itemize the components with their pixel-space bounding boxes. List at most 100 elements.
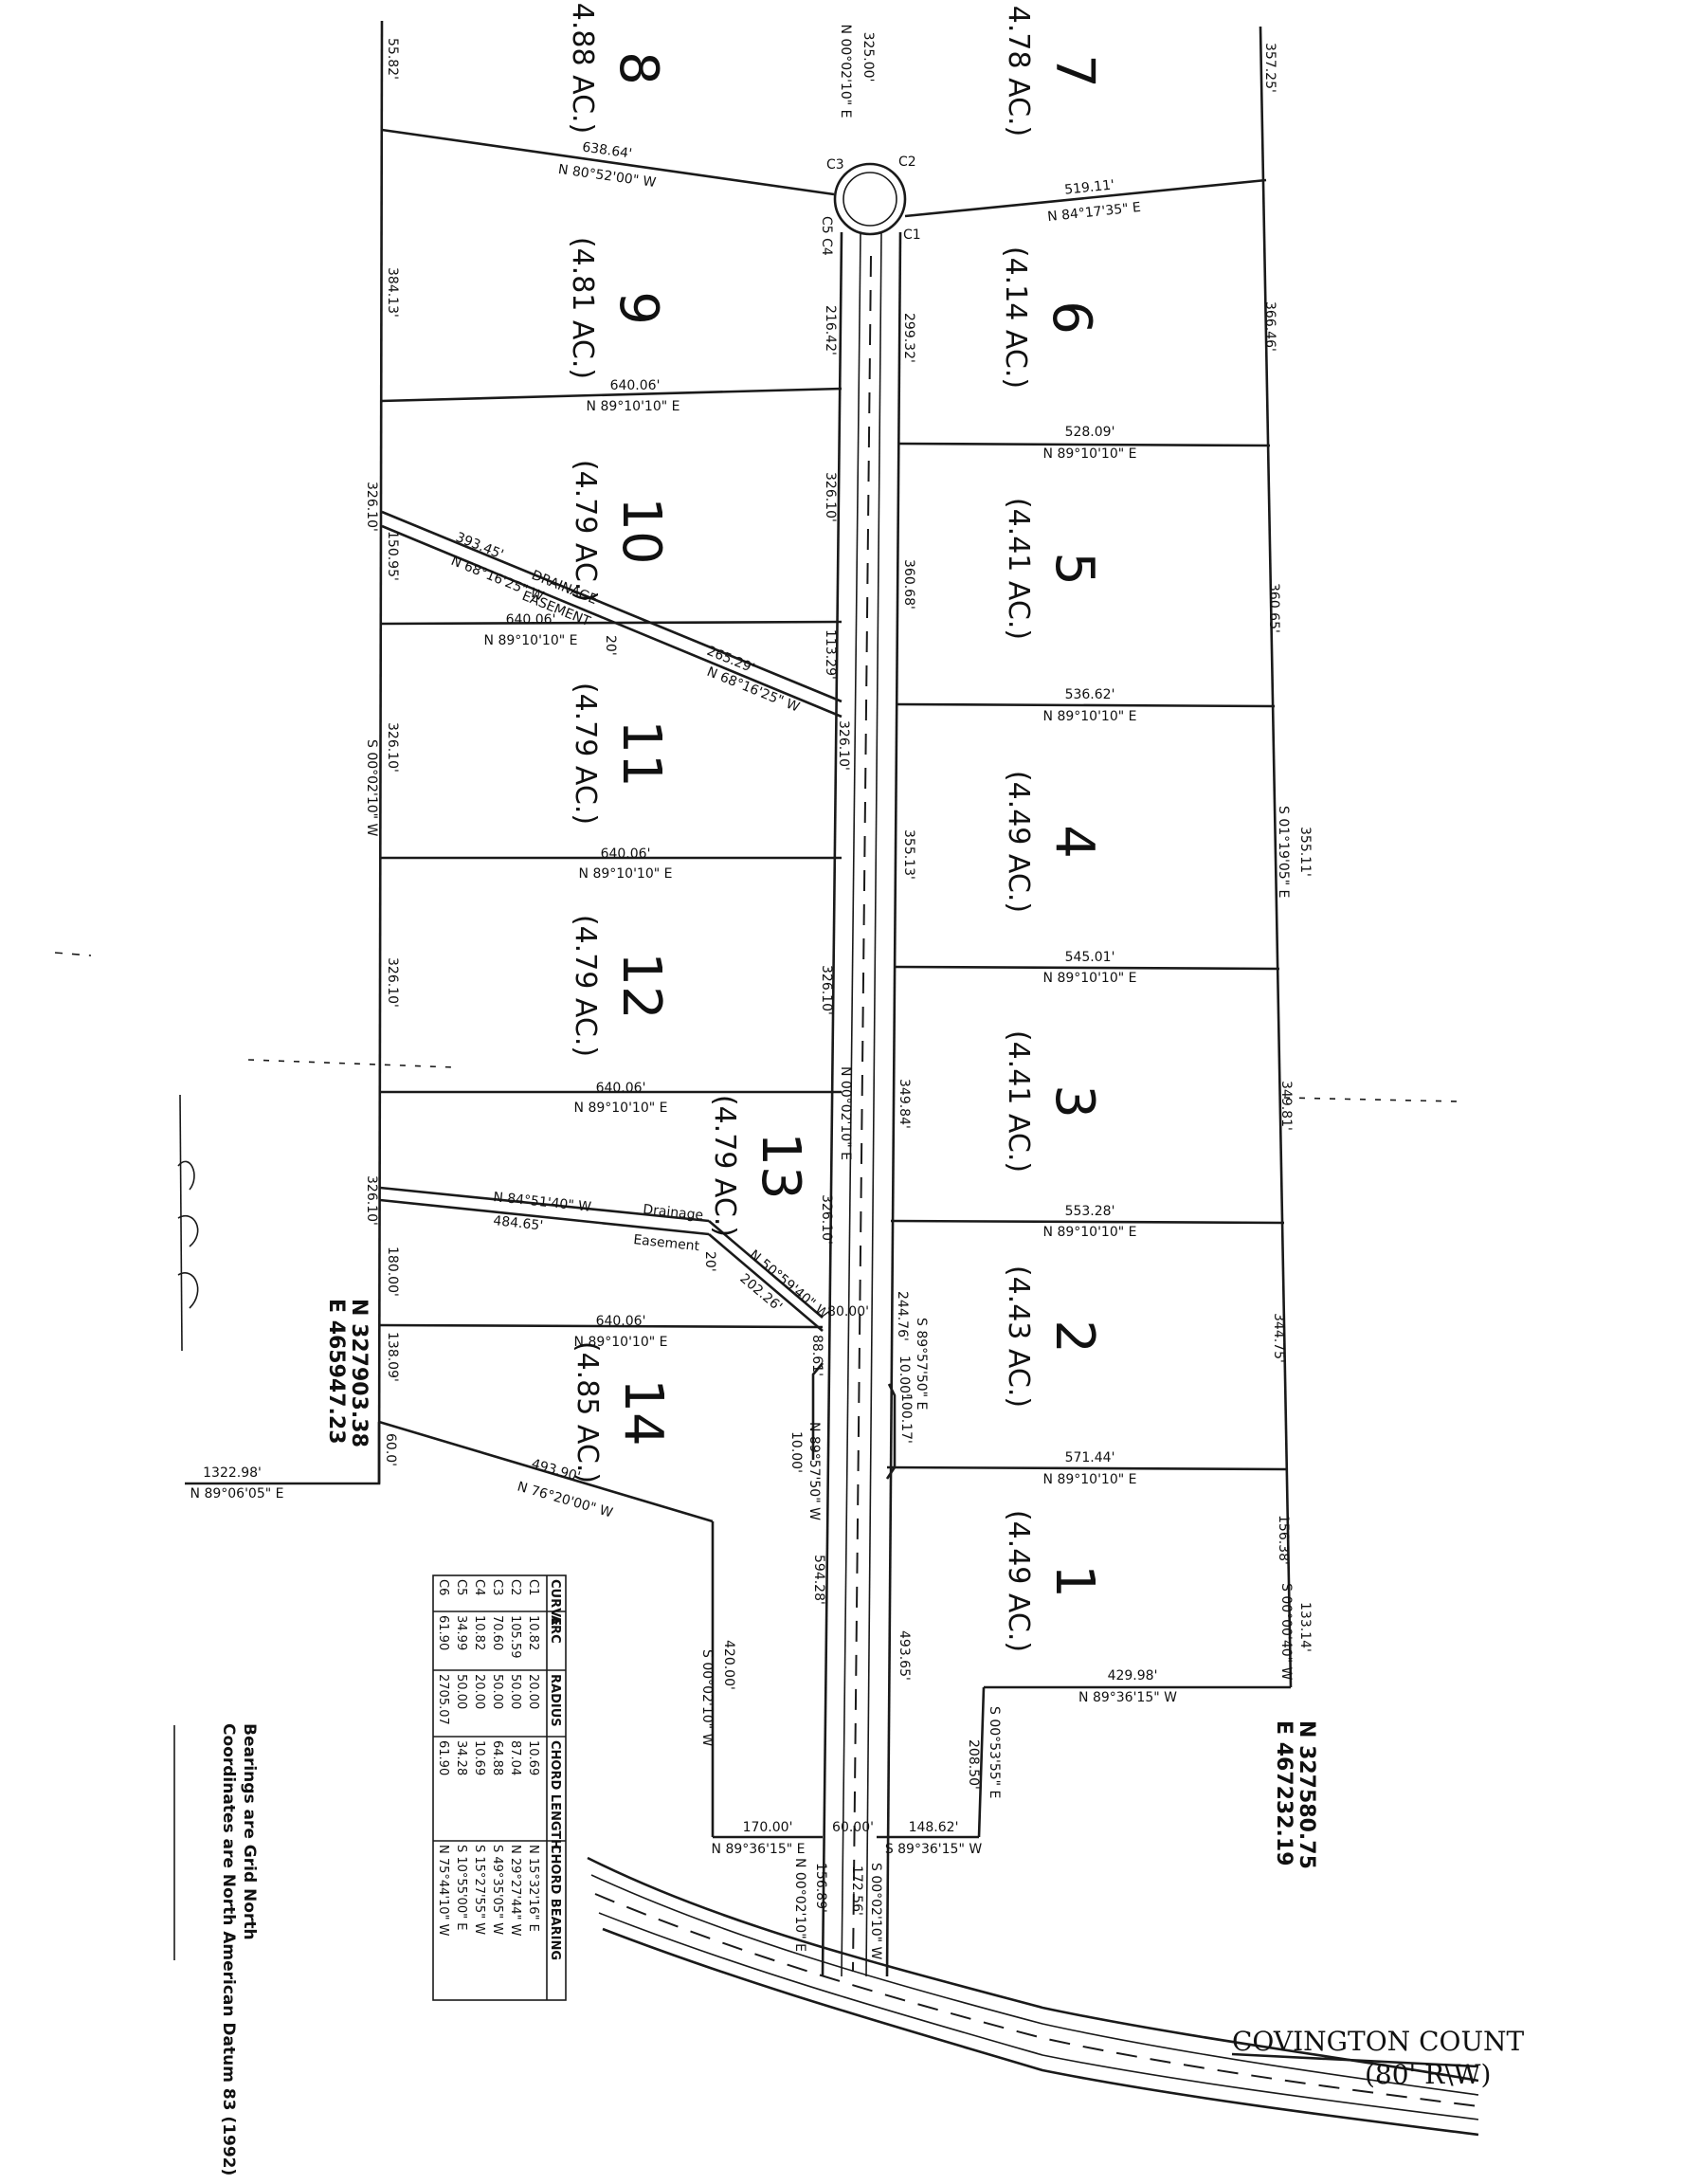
- lot-12-label: 12 (4.79 AC.): [569, 915, 672, 1057]
- curve-table-cell: 10.69: [526, 1740, 540, 1775]
- curve-table-cell: N 15°32'16" E: [526, 1845, 540, 1932]
- lot-9-label: 9 (4.81 AC.): [566, 237, 669, 379]
- svg-text:10: 10: [610, 497, 672, 564]
- svg-text:N 68°16'25" W: N 68°16'25" W: [705, 664, 803, 716]
- svg-text:N 89°57'50" W: N 89°57'50" W: [806, 1422, 822, 1520]
- svg-text:640.06': 640.06': [601, 846, 651, 862]
- svg-text:326.10': 326.10': [819, 965, 834, 1015]
- svg-text:1: 1: [1043, 1564, 1105, 1598]
- curve-table-cell: C2: [508, 1579, 522, 1595]
- svg-text:E 467232.19: E 467232.19: [1272, 1720, 1295, 1866]
- svg-text:(4.81 AC.): (4.81 AC.): [566, 237, 599, 379]
- curve-table-cell: N 75°44'10" W: [436, 1845, 450, 1937]
- lot-6-label: 6 (4.14 AC.): [999, 246, 1102, 389]
- svg-text:299.32': 299.32': [901, 313, 916, 363]
- lot-11-label: 11 (4.79 AC.): [569, 682, 672, 825]
- svg-text:493.65': 493.65': [897, 1630, 912, 1681]
- svg-text:(80' R\W): (80' R\W): [1365, 2059, 1491, 2090]
- svg-text:N 89°10'10" E: N 89°10'10" E: [1043, 1472, 1137, 1487]
- svg-text:Drainage: Drainage: [643, 1202, 704, 1224]
- lot-8-label: 8 4.88 AC.): [566, 3, 669, 135]
- svg-text:594.28': 594.28': [811, 1555, 826, 1605]
- svg-text:(4.14 AC.): (4.14 AC.): [999, 246, 1032, 389]
- svg-text:366.46': 366.46': [1262, 301, 1277, 352]
- svg-text:Easement: Easement: [633, 1232, 701, 1254]
- dimension-labels: 55.82' 357.25' 325.00' N 00°02'10" E 638…: [190, 25, 1318, 1960]
- svg-text:553.28': 553.28': [1065, 1204, 1115, 1219]
- svg-text:384.13': 384.13': [385, 267, 400, 318]
- svg-text:4: 4: [1043, 825, 1105, 859]
- curve-table-cell: 10.82: [472, 1615, 486, 1650]
- svg-text:S 01°19'05" E: S 01°19'05" E: [1276, 806, 1291, 898]
- lot-2-label: 2 (4.43 AC.): [1002, 1265, 1105, 1408]
- svg-text:519.11': 519.11': [1063, 177, 1114, 197]
- svg-text:4.78 AC.): 4.78 AC.): [1002, 6, 1035, 137]
- svg-text:S 89°36'15" W: S 89°36'15" W: [885, 1842, 983, 1857]
- svg-text:638.64': 638.64': [581, 139, 633, 161]
- curve-table-cell: 34.28: [454, 1740, 468, 1775]
- svg-text:(4.79 AC.): (4.79 AC.): [569, 915, 602, 1057]
- west-lot-lines: [379, 128, 842, 1329]
- curve-table-cell: S 10°55'00" E: [454, 1845, 468, 1930]
- east-lot-lines: [886, 178, 1288, 1471]
- access-road: [811, 162, 907, 1977]
- curve-table-cell: S 49°35'05" W: [490, 1845, 504, 1935]
- curve-table-cell: 105.59: [508, 1615, 522, 1659]
- svg-text:7: 7: [1043, 54, 1105, 88]
- svg-text:N 89°10'10" E: N 89°10'10" E: [1043, 971, 1137, 986]
- curve-table-cell: 61.90: [436, 1740, 450, 1775]
- svg-text:80.00': 80.00': [827, 1304, 869, 1320]
- svg-text:(4.49 AC.): (4.49 AC.): [1002, 1510, 1035, 1652]
- svg-text:14: 14: [612, 1378, 674, 1446]
- curve-table-cell: N 29°27'44" W: [508, 1845, 522, 1937]
- svg-text:E 465947.23: E 465947.23: [324, 1299, 348, 1445]
- curve-table-cell: C1: [526, 1579, 540, 1595]
- svg-text:20': 20': [603, 635, 618, 656]
- lot-4-label: 4 (4.49 AC.): [1002, 771, 1105, 913]
- svg-text:COVINGTON COUNT: COVINGTON COUNT: [1232, 2026, 1525, 2057]
- svg-text:640.06': 640.06': [610, 378, 661, 393]
- svg-text:N 327903.38: N 327903.38: [347, 1299, 371, 1447]
- curve-table-cell: 10.69: [472, 1740, 486, 1775]
- svg-text:88.61': 88.61': [809, 1335, 824, 1376]
- svg-text:326.10': 326.10': [364, 482, 379, 532]
- lot-14-label: 14 (4.85 AC.): [571, 1341, 674, 1483]
- svg-text:N 327580.75: N 327580.75: [1295, 1720, 1318, 1869]
- curve-table-cell: 64.88: [490, 1740, 504, 1775]
- svg-text:N 84°51'40" W: N 84°51'40" W: [493, 1190, 592, 1215]
- scan-marks: [54, 952, 1460, 1352]
- svg-text:(4.41 AC.): (4.41 AC.): [1002, 498, 1035, 640]
- boundary-lines: [185, 20, 1293, 1839]
- svg-text:571.44': 571.44': [1065, 1450, 1115, 1465]
- svg-text:(4.49 AC.): (4.49 AC.): [1002, 771, 1035, 913]
- lot-1-label: 1 (4.49 AC.): [1002, 1510, 1105, 1652]
- svg-text:C5 C4: C5 C4: [819, 216, 834, 256]
- svg-text:N 89°10'10" E: N 89°10'10" E: [1043, 446, 1137, 462]
- svg-text:S 00°53'55" E: S 00°53'55" E: [987, 1706, 1002, 1798]
- curve-table-cell: 20.00: [526, 1674, 540, 1709]
- svg-text:138.09': 138.09': [385, 1332, 400, 1382]
- svg-text:9: 9: [607, 291, 669, 325]
- svg-text:244.76': 244.76': [895, 1291, 910, 1341]
- svg-text:528.09': 528.09': [1065, 425, 1115, 440]
- svg-text:S 00°02'10" W: S 00°02'10" W: [364, 739, 379, 837]
- curve-table-cell: S 15°27'55" W: [472, 1845, 486, 1935]
- curve-table-cell: C3: [490, 1579, 504, 1595]
- svg-text:6: 6: [1041, 300, 1102, 335]
- svg-text:N 89°36'15" E: N 89°36'15" E: [712, 1842, 806, 1857]
- svg-text:216.42': 216.42': [823, 305, 838, 355]
- svg-text:N 89°10'10" E: N 89°10'10" E: [1043, 1225, 1137, 1240]
- svg-text:4.88 AC.): 4.88 AC.): [566, 3, 599, 135]
- curve-table-cell: 10.82: [526, 1615, 540, 1650]
- svg-text:N 89°10'10" E: N 89°10'10" E: [579, 866, 673, 882]
- svg-text:349.84': 349.84': [897, 1079, 912, 1129]
- svg-text:N 89°10'10" E: N 89°10'10" E: [574, 1101, 668, 1116]
- lot-13-label: 13 (4.79 AC.): [708, 1095, 811, 1237]
- svg-text:640.06': 640.06': [596, 1081, 646, 1096]
- curve-table-header-cell: RADIUS: [548, 1674, 562, 1727]
- curve-table-cell: 2705.07: [436, 1674, 450, 1725]
- svg-text:172.56': 172.56': [849, 1866, 864, 1916]
